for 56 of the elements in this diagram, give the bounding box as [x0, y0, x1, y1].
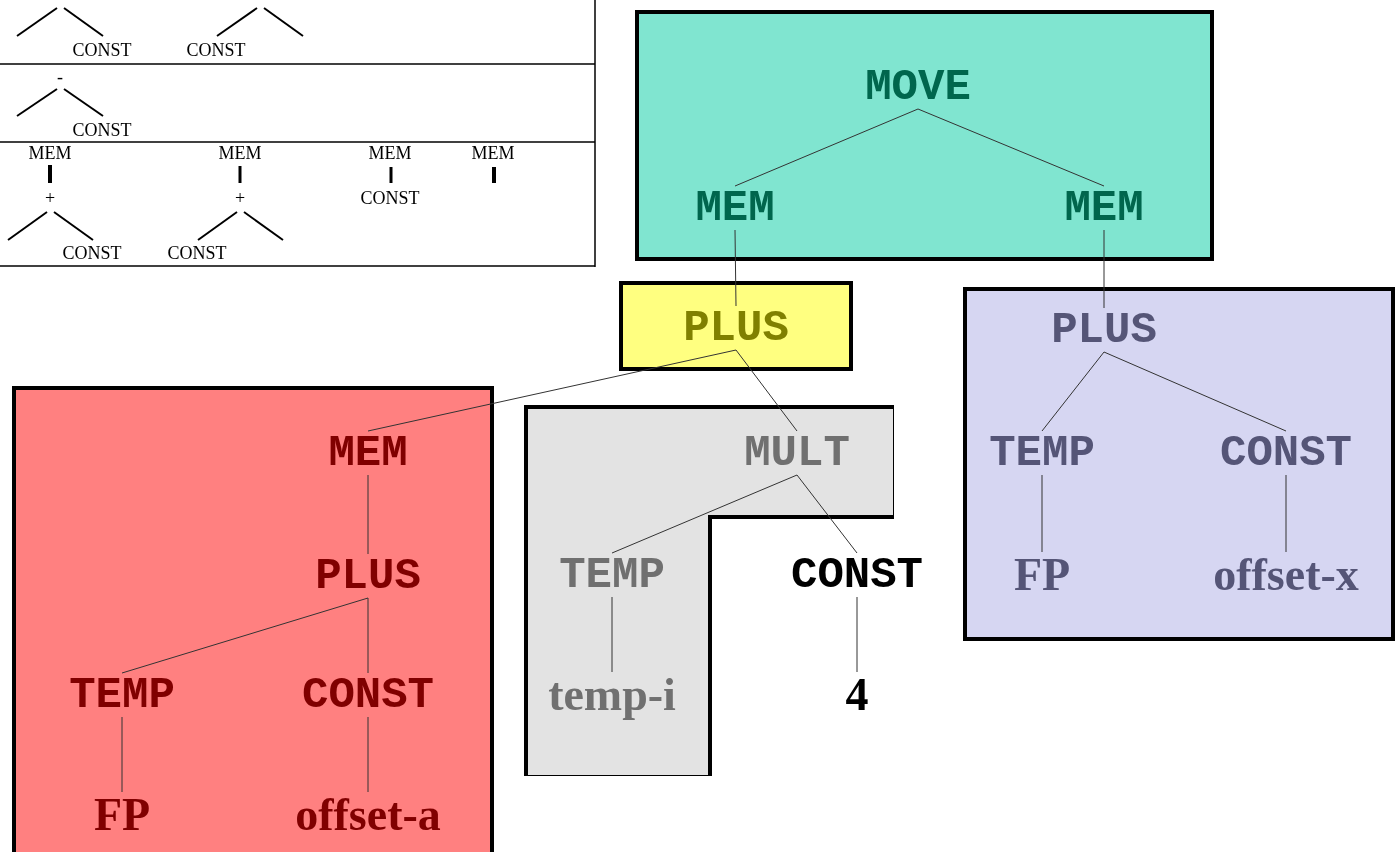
tree-edge-line: [1041, 474, 1043, 553]
tree-leaf-label: offset-a: [295, 792, 441, 838]
tree-leaf-label: FP: [93, 792, 151, 838]
pattern-label: +: [44, 189, 56, 207]
tree-edge-line: [611, 596, 613, 673]
tree-operator-label: MOVE: [865, 65, 971, 109]
tree-operator-label: MULT: [744, 431, 850, 475]
pattern-label: CONST: [72, 121, 132, 139]
tree-edge-line: [611, 474, 798, 554]
tree-operator-label: CONST: [302, 673, 434, 717]
pattern-label: CONST: [167, 244, 227, 262]
tree-edge-line: [917, 108, 1105, 187]
tile-region: [963, 287, 1395, 641]
pattern-label: +: [234, 189, 246, 207]
pattern-label: CONST: [360, 189, 420, 207]
tree-operator-label: MEM: [1064, 186, 1144, 230]
tree-operator-label: PLUS: [1051, 308, 1157, 352]
tree-edge-line: [856, 596, 858, 673]
tree-operator-label: PLUS: [683, 306, 789, 350]
tree-edge-line: [1103, 229, 1105, 309]
tree-leaf-label: 4: [845, 672, 869, 718]
tree-edge-line: [367, 716, 369, 793]
tree-edge-line: [734, 108, 919, 187]
pattern-label: CONST: [62, 244, 122, 262]
tile-region: [619, 281, 853, 371]
pattern-label: CONST: [72, 41, 132, 59]
tree-edge-line: [796, 474, 858, 554]
tree-operator-label: CONST: [1220, 431, 1352, 475]
tree-edge-line: [1041, 351, 1105, 432]
tree-edge-line: [367, 474, 369, 555]
tree-edge-line: [1285, 474, 1287, 553]
tree-leaf-label: offset-x: [1213, 552, 1359, 598]
tree-leaf-label: temp-i: [548, 672, 676, 718]
tree-operator-label: MEM: [695, 186, 775, 230]
tree-edge-line: [121, 597, 369, 674]
tree-operator-label: MEM: [328, 431, 408, 475]
pattern-label: MEM: [471, 144, 515, 162]
tree-edge-line: [121, 716, 123, 793]
pattern-label: MEM: [218, 144, 262, 162]
pattern-label: -: [57, 68, 63, 86]
tree-leaf-label: FP: [1013, 552, 1071, 598]
tree-operator-label: CONST: [791, 553, 923, 597]
tile-region: [635, 10, 1214, 261]
tree-edge-line: [367, 349, 737, 432]
pattern-label: CONST: [186, 41, 246, 59]
tree-edge-line: [1103, 351, 1287, 432]
pattern-label: MEM: [368, 144, 412, 162]
tree-operator-label: TEMP: [559, 553, 665, 597]
tree-operator-label: TEMP: [69, 673, 175, 717]
pattern-label: MEM: [28, 144, 72, 162]
tree-edge-line: [735, 349, 798, 432]
tree-edge-line: [734, 229, 737, 307]
tree-edge-line: [367, 597, 369, 674]
tree-operator-label: TEMP: [989, 431, 1095, 475]
tile-region: [12, 386, 494, 852]
tree-operator-label: PLUS: [315, 554, 421, 598]
